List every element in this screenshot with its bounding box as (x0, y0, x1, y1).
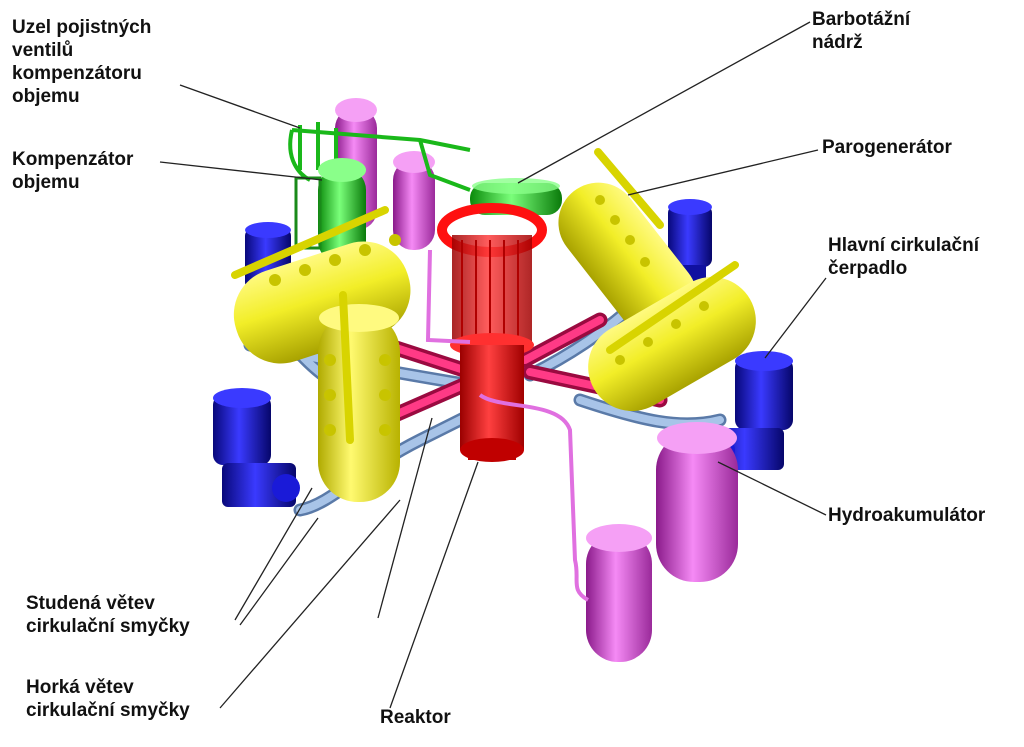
accumulator-front-center (586, 524, 652, 662)
label-pressurizer: Kompenzátor objemu (12, 149, 134, 193)
leader-cold-leg-a (234, 487, 313, 621)
pressurizer (318, 158, 366, 263)
steam-generator-front-left (318, 291, 400, 502)
leader-main-pump (764, 277, 827, 359)
spray-line (425, 249, 471, 344)
leader-accumulator (717, 461, 827, 516)
leader-pressurizer (159, 161, 323, 181)
leader-reactor (389, 461, 479, 709)
label-steam-generator: Parogenerátor (822, 137, 952, 158)
leader-steam-generator (627, 149, 819, 196)
label-main-pump: Hlavní cirkulační čerpadlo (828, 235, 980, 279)
label-reactor: Reaktor (380, 707, 451, 728)
leader-lines (159, 21, 827, 709)
pressurizer-valve-assembly (288, 122, 471, 192)
reactor (437, 203, 547, 462)
steam-generator-front-right (588, 261, 756, 411)
accumulator-injection-line (478, 393, 590, 602)
main-pump-front-left (213, 388, 300, 507)
accumulator-front-right (656, 422, 738, 582)
leader-hot-leg-a (219, 499, 401, 709)
label-cold-leg: Studená větev cirkulační smyčky (26, 593, 190, 637)
leader-hot-leg-b (377, 417, 433, 619)
label-hot-leg: Horká větev cirkulační smyčky (26, 677, 190, 721)
label-safety-valves: Uzel pojistných ventilů kompenzátoru obj… (12, 17, 152, 107)
label-accumulator: Hydroakumulátor (828, 505, 986, 526)
leader-bubbler-tank (517, 21, 811, 184)
leader-cold-leg-b (239, 517, 319, 626)
leader-safety-valves (179, 84, 301, 129)
label-bubbler-tank: Barbotážní nádrž (812, 9, 911, 53)
accumulator-back-center (393, 151, 435, 250)
